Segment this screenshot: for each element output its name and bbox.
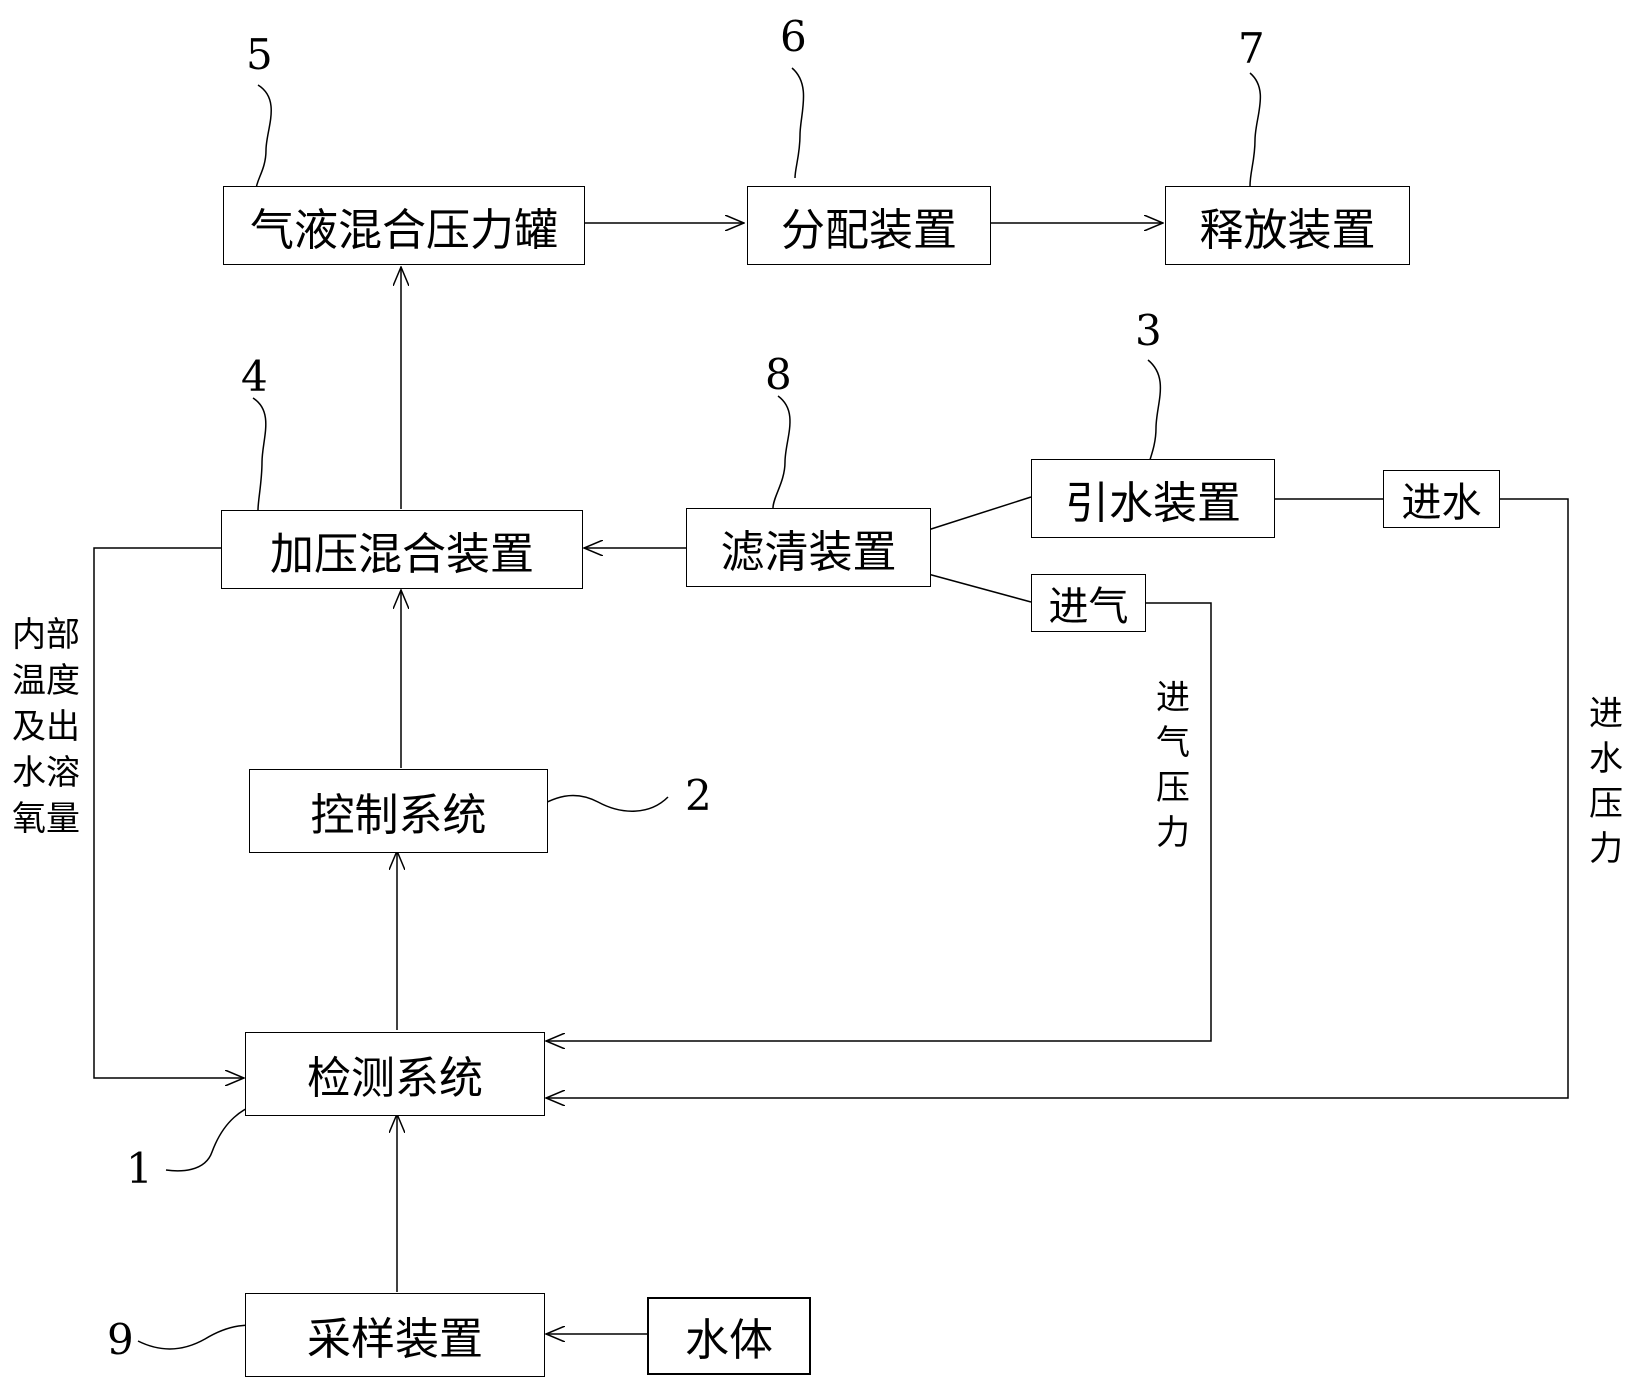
water-body-label: 水体 bbox=[685, 1315, 773, 1366]
leader-8 bbox=[772, 395, 791, 509]
internal-label-line-2: 温度 bbox=[12, 661, 80, 701]
internal-label-line-5: 氧量 bbox=[12, 799, 80, 839]
ref-number-4: 4 bbox=[241, 352, 268, 401]
water-pressure-char-3: 压 bbox=[1589, 784, 1623, 824]
press-mix-label: 加压混合装置 bbox=[270, 528, 534, 580]
leader-4 bbox=[252, 397, 267, 511]
water-body-box: 水体 bbox=[647, 1297, 811, 1375]
release-box: 释放装置 bbox=[1165, 186, 1410, 265]
leader-3 bbox=[1147, 359, 1162, 469]
gas-pressure-char-1: 进 bbox=[1156, 678, 1190, 718]
filter-label: 滤清装置 bbox=[720, 526, 897, 578]
internal-label-line-3: 及出 bbox=[12, 707, 80, 747]
gas-pressure-char-2: 气 bbox=[1156, 723, 1190, 763]
ref-number-5: 5 bbox=[246, 30, 273, 79]
water-pressure-label: 进 水 压 力 bbox=[1589, 692, 1623, 872]
gas-in-label: 进气 bbox=[1048, 584, 1129, 630]
release-label: 释放装置 bbox=[1199, 204, 1376, 256]
gas-pressure-label: 进 气 压 力 bbox=[1156, 676, 1190, 856]
ref-number-6: 6 bbox=[780, 12, 807, 61]
detect-label: 检测系统 bbox=[307, 1053, 483, 1104]
ref-number-7: 7 bbox=[1238, 24, 1265, 73]
ref-number-1: 1 bbox=[126, 1144, 153, 1193]
water-intake-box: 引水装置 bbox=[1031, 459, 1275, 538]
control-box: 控制系统 bbox=[249, 769, 548, 853]
distribute-box: 分配装置 bbox=[747, 186, 991, 265]
water-intake-label: 引水装置 bbox=[1065, 477, 1241, 529]
internal-label-line-1: 内部 bbox=[12, 615, 80, 655]
distribute-label: 分配装置 bbox=[781, 204, 957, 256]
water-in-box: 进水 bbox=[1383, 470, 1500, 528]
leader-6 bbox=[791, 67, 805, 179]
ref-number-9: 9 bbox=[107, 1315, 134, 1364]
filter-box: 滤清装置 bbox=[686, 508, 931, 587]
line-filter-to-gasin bbox=[927, 573, 1032, 603]
press-mix-box: 加压混合装置 bbox=[221, 510, 583, 589]
line-filter-to-intake bbox=[927, 496, 1032, 531]
leader-5 bbox=[255, 84, 272, 191]
ref-number-3: 3 bbox=[1135, 306, 1162, 355]
internal-feedback-label: 内部 温度 及出 水溶 氧量 bbox=[12, 612, 80, 842]
water-pressure-char-4: 力 bbox=[1589, 829, 1623, 869]
water-pressure-char-1: 进 bbox=[1589, 694, 1623, 734]
line-internal-feedback bbox=[93, 547, 244, 1078]
ref-number-2: 2 bbox=[685, 771, 712, 820]
control-label: 控制系统 bbox=[310, 790, 487, 841]
water-pressure-char-2: 水 bbox=[1589, 739, 1623, 779]
line-water-pressure-feedback bbox=[546, 498, 1569, 1098]
gas-pressure-char-4: 力 bbox=[1156, 813, 1190, 853]
leader-7 bbox=[1249, 72, 1262, 187]
tank-box: 气液混合压力罐 bbox=[223, 186, 585, 265]
internal-label-line-4: 水溶 bbox=[12, 753, 80, 793]
ref-number-8: 8 bbox=[765, 350, 792, 399]
leader-2 bbox=[527, 794, 669, 814]
gas-pressure-char-3: 压 bbox=[1156, 768, 1190, 808]
sample-label: 采样装置 bbox=[307, 1314, 483, 1365]
tank-label: 气液混合压力罐 bbox=[250, 204, 558, 256]
line-gas-pressure-feedback bbox=[546, 602, 1212, 1041]
detect-box: 检测系统 bbox=[245, 1032, 545, 1116]
sample-box: 采样装置 bbox=[245, 1293, 545, 1377]
water-in-label: 进水 bbox=[1401, 480, 1482, 526]
gas-in-box: 进气 bbox=[1031, 574, 1146, 632]
